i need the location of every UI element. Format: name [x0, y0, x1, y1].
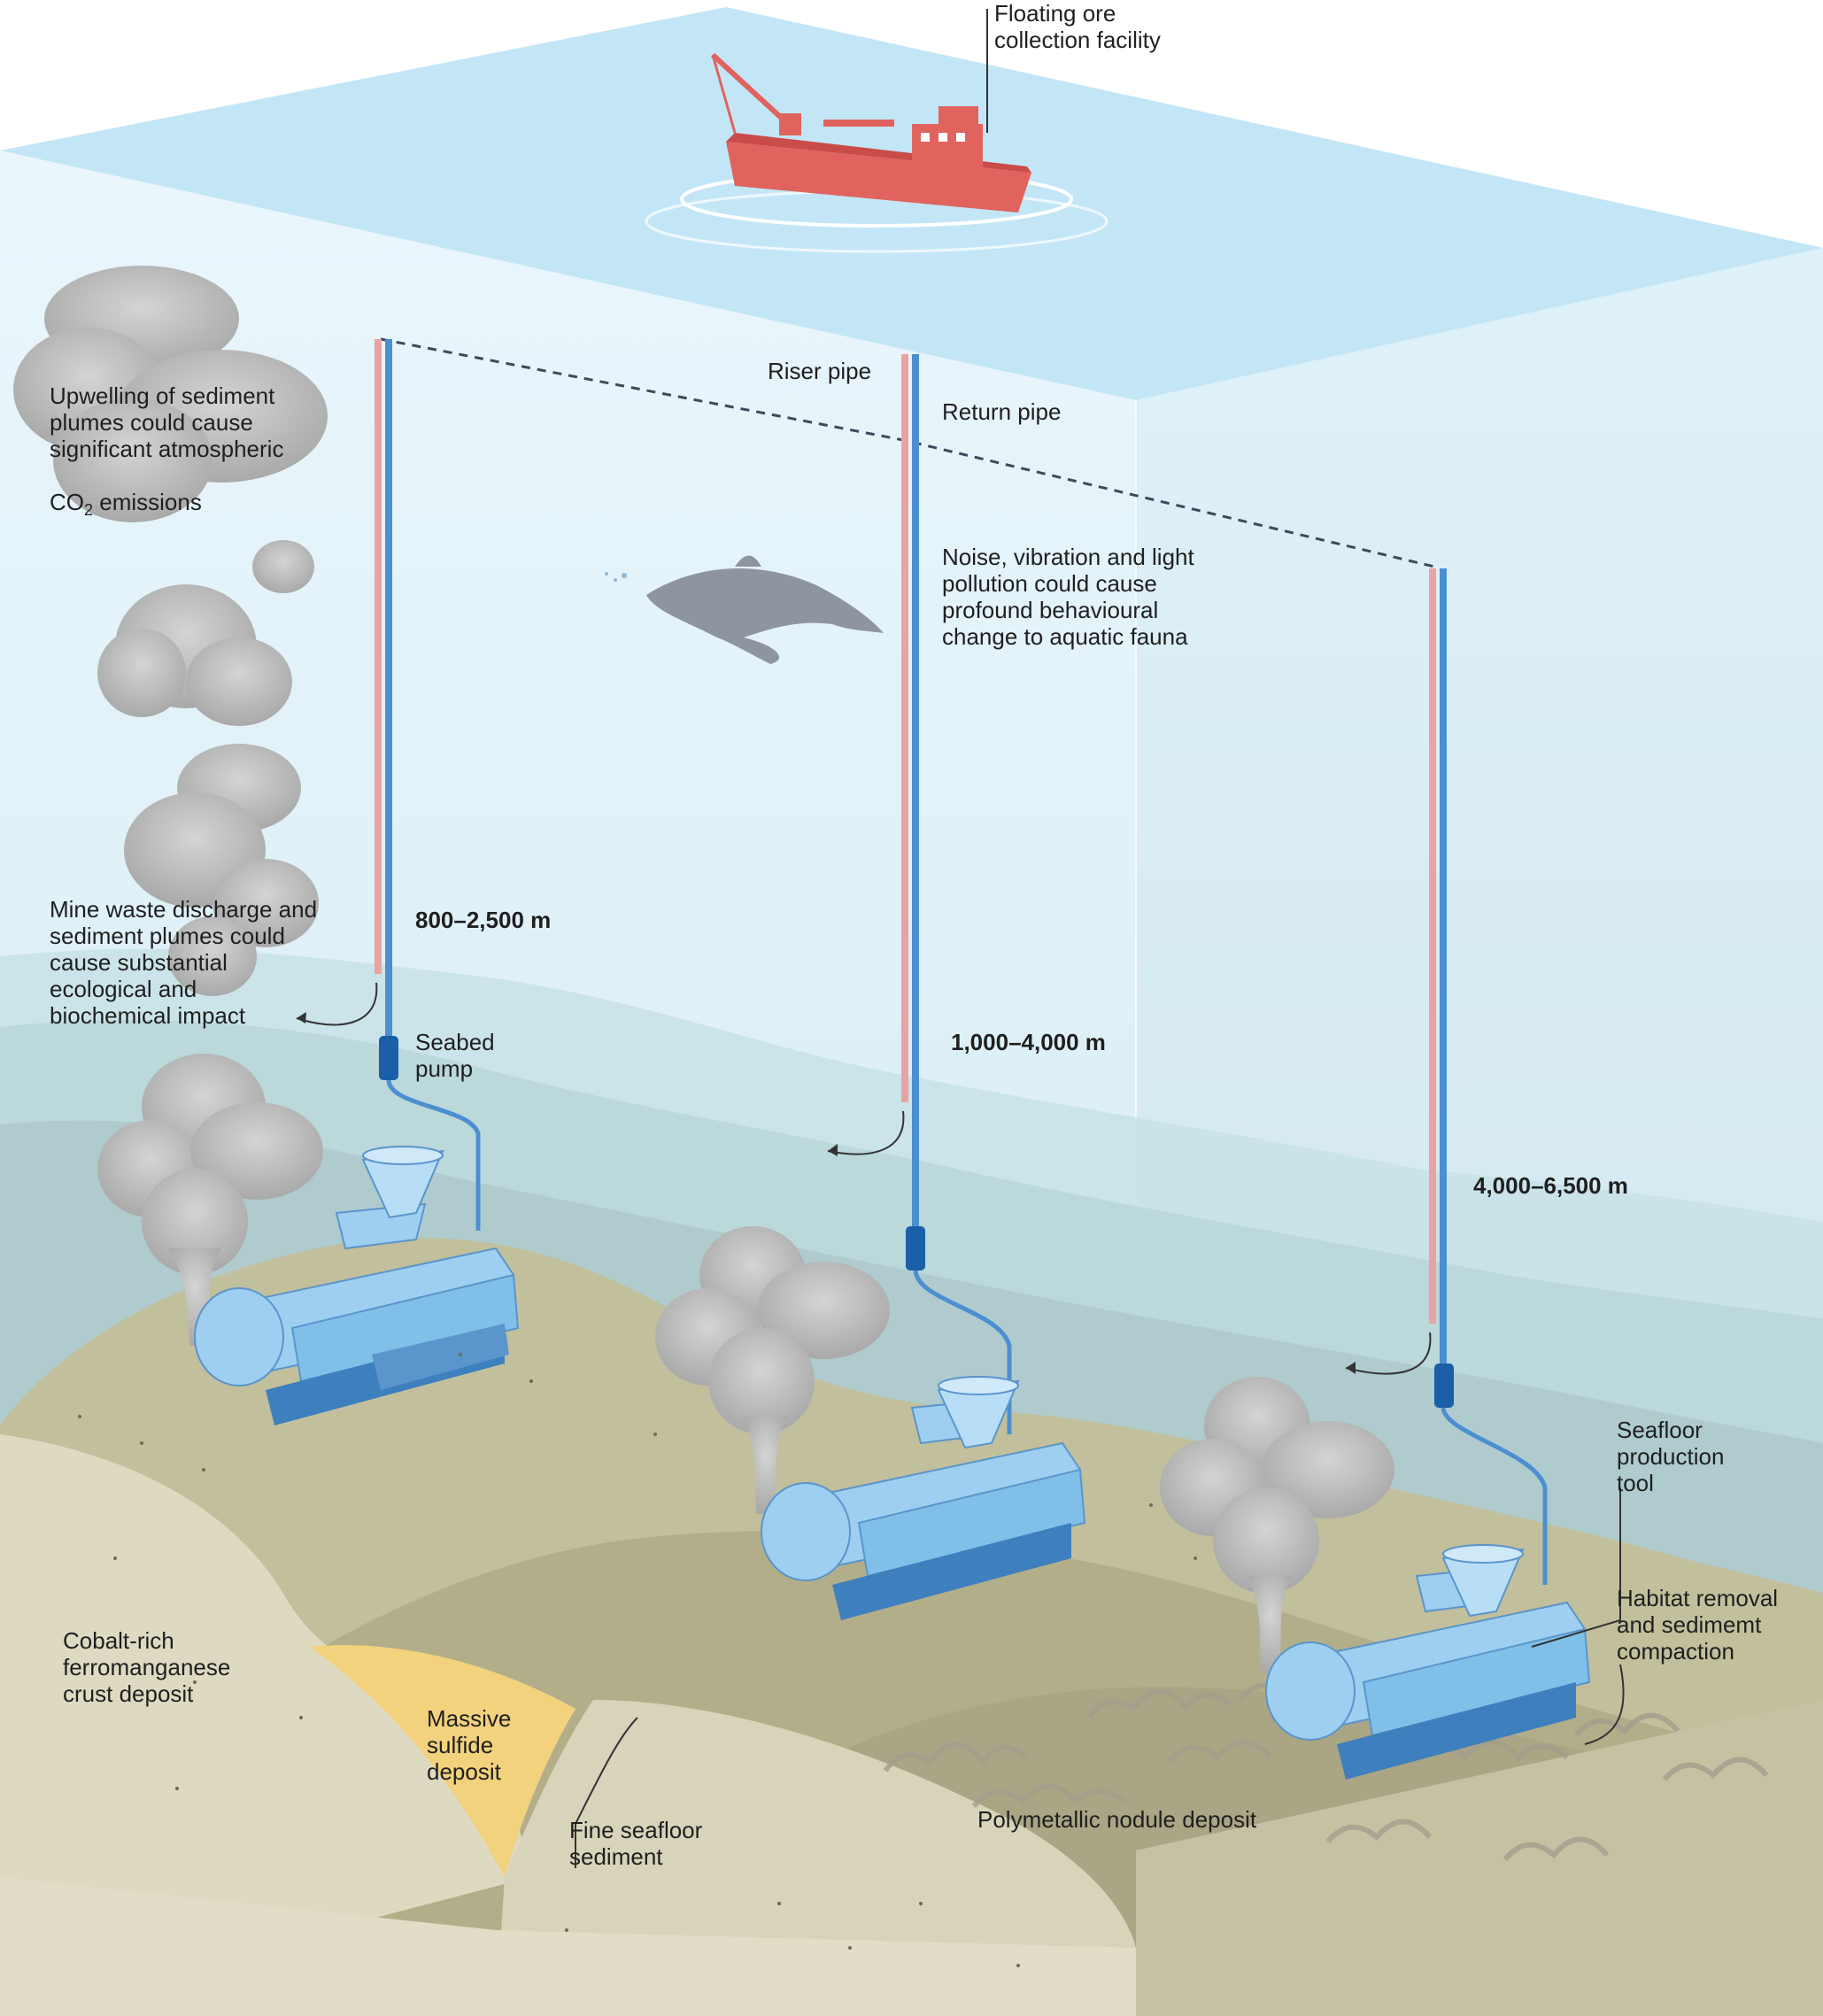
riser-pipe-label: Riser pipe [768, 358, 872, 384]
seabed-pump-label: Seabed pump [415, 1029, 495, 1082]
floating-ore-collection-ship [645, 52, 1108, 253]
right-face-bottom [1136, 1700, 1823, 2016]
upwelling-label: Upwelling of sediment plumes could cause… [50, 356, 283, 542]
pipe-system-2 [827, 354, 1012, 1434]
depth-label-1: 800–2,500 m [415, 907, 552, 933]
mine-waste-label: Mine waste discharge and sediment plumes… [50, 896, 318, 1029]
cobalt-crust-layer [0, 1434, 531, 2016]
front-face-bottom [0, 1877, 1136, 2016]
seabed-plume-1 [97, 1054, 323, 1346]
seabed-plume-3 [1160, 1377, 1394, 1673]
leader-tool [1531, 1487, 1621, 1648]
pipe-system-3 [1345, 568, 1548, 1585]
co2-subscript: 2 [84, 501, 94, 520]
co2-suffix: emissions [93, 489, 202, 515]
co2-line: CO2 emissions [50, 489, 283, 518]
sediment-speckles [78, 1353, 1197, 1967]
habitat-label: Habitat removal and sedimemt compaction [1617, 1585, 1779, 1665]
depth-label-3: 4,000–6,500 m [1473, 1172, 1628, 1199]
fine-sediment-label: Fine seafloor sediment [569, 1817, 703, 1870]
seafloor-production-tool-2 [761, 1376, 1086, 1620]
floating-facility-label: Floating ore collection facility [994, 0, 1161, 53]
massive-sulfide-deposit [310, 1645, 575, 1877]
pipe-system-1 [296, 339, 481, 1231]
atmospheric-plume-cloud [13, 266, 328, 996]
sulfide-label: Massive sulfide deposit [427, 1705, 512, 1785]
return-pipe-label: Return pipe [942, 398, 1062, 425]
nodule-label: Polymetallic nodule deposit [977, 1806, 1257, 1833]
sea-surface [0, 7, 1823, 400]
seafloor-production-tool-1 [194, 1146, 520, 1425]
seafloor-production-tool-3 [1265, 1544, 1591, 1780]
seabed-plume-2 [655, 1226, 890, 1514]
leader-sediment [575, 1717, 638, 1868]
depth-label-2: 1,000–4,000 m [951, 1029, 1106, 1055]
leader-habitat [1584, 1664, 1625, 1745]
cobalt-label: Cobalt-rich ferromanganese crust deposit [63, 1627, 231, 1707]
upwelling-text: Upwelling of sediment plumes could cause… [50, 382, 284, 462]
noise-label: Noise, vibration and light pollution cou… [942, 544, 1194, 650]
seafloor-tool-label: Seafloor production tool [1617, 1417, 1725, 1496]
co2-prefix: CO [50, 489, 84, 515]
dolphin [605, 555, 884, 664]
